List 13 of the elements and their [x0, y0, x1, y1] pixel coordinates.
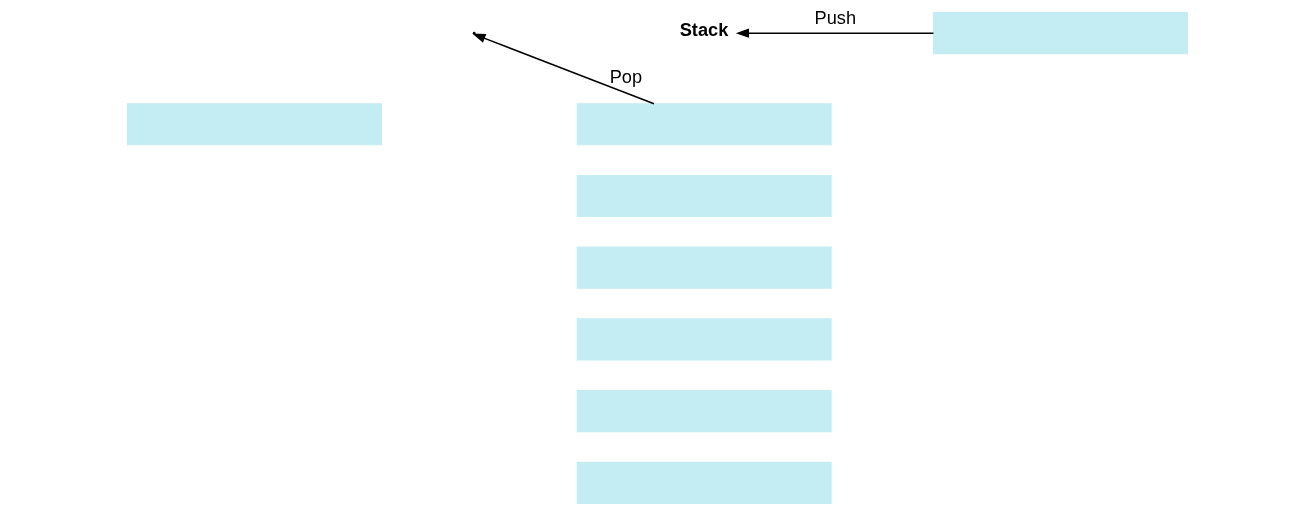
node-box: [576, 390, 832, 433]
node-box: [576, 174, 832, 217]
node-box: [576, 461, 832, 504]
edge-label: Push: [814, 7, 856, 28]
node-box: [576, 318, 832, 361]
edge-label: Pop: [609, 67, 642, 88]
node-box: [126, 103, 382, 146]
node-box: [932, 12, 1188, 55]
node-box: [576, 103, 832, 146]
node-text: Stack: [679, 20, 728, 41]
arrow: [735, 28, 934, 38]
node-box: [576, 246, 832, 289]
arrow: [471, 33, 655, 105]
